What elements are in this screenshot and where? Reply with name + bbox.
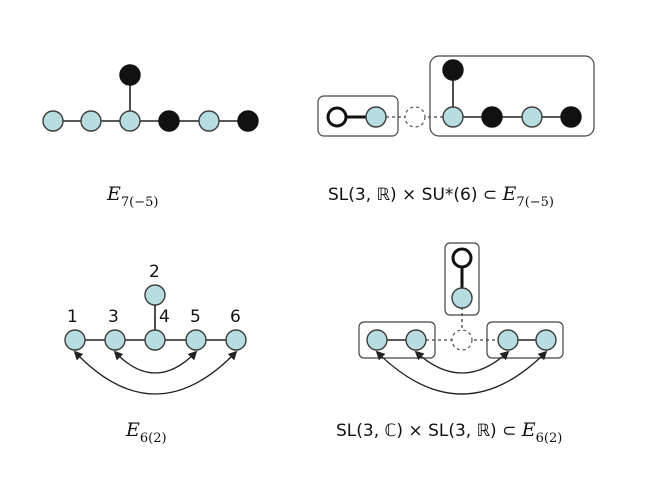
label-1: 1: [67, 307, 78, 327]
e6-subalgebra-diagram: [358, 242, 564, 395]
sl3c-node: [405, 329, 427, 351]
caption-e7-subalgebra: SL(3, ℝ) × SU*(6) ⊂ E7(−5): [328, 183, 554, 210]
label-6: 6: [230, 307, 241, 327]
su6-box: [429, 55, 595, 137]
e7-node-compact: [119, 64, 141, 86]
caption-e6-sub: 6(2): [140, 431, 167, 446]
e6-node-5: [185, 329, 207, 351]
caption-e7-subalgebra-prefix: SL(3, ℝ) × SU*(6) ⊂: [328, 185, 503, 205]
su6-node: [442, 106, 464, 128]
caption-e6-subalgebra-main: E: [521, 419, 536, 441]
arc-inner: [414, 350, 510, 374]
caption-e6-main: E: [125, 419, 140, 441]
open-node: [326, 106, 348, 128]
sl3c-node: [366, 329, 388, 351]
label-4: 4: [159, 307, 170, 327]
e7-node: [119, 110, 141, 132]
e6-node-3: [104, 329, 126, 351]
e7-node: [80, 110, 102, 132]
caption-e7: E7(−5): [106, 183, 158, 210]
caption-e6-subalgebra-sub: 6(2): [536, 431, 563, 446]
deleted-node-2: [451, 329, 473, 351]
e7-node: [42, 110, 64, 132]
caption-e7-main: E: [106, 183, 121, 205]
sl3r-node: [365, 106, 387, 128]
arc-1-6: [73, 350, 238, 395]
su6-node-compact: [560, 106, 582, 128]
caption-e6-subalgebra-prefix: SL(3, ℂ) × SL(3, ℝ) ⊂: [336, 421, 522, 441]
caption-e7-subalgebra-sub: 7(−5): [516, 195, 554, 210]
e7-diagram: [42, 64, 259, 132]
e6-node-4: [144, 329, 166, 351]
su6-node-compact: [442, 59, 464, 81]
e6-diagram: 1 2 3 4 5 6: [64, 262, 247, 395]
label-2: 2: [149, 262, 160, 282]
caption-e7-sub: 7(−5): [121, 195, 159, 210]
e6-node-1: [64, 329, 86, 351]
sl3r-node-2: [451, 287, 473, 309]
deleted-node: [404, 106, 426, 128]
su6-node: [521, 106, 543, 128]
e7-node-compact: [158, 110, 180, 132]
arc-3-5: [113, 350, 198, 374]
e7-node: [198, 110, 220, 132]
e7-node-compact: [237, 110, 259, 132]
e6-node-2: [144, 284, 166, 306]
caption-e7-subalgebra-main: E: [502, 183, 517, 205]
caption-e6: E6(2): [125, 419, 167, 446]
e7-subalgebra-diagram: [317, 55, 595, 137]
caption-e6-subalgebra: SL(3, ℂ) × SL(3, ℝ) ⊂ E6(2): [336, 419, 562, 446]
su6-node-compact: [481, 106, 503, 128]
open-node-2: [451, 247, 473, 269]
sl3c-node: [497, 329, 519, 351]
label-5: 5: [190, 307, 201, 327]
arc-outer: [375, 350, 548, 395]
sl3c-node: [535, 329, 557, 351]
sl3r-box: [317, 95, 399, 137]
label-3: 3: [108, 307, 119, 327]
e6-node-6: [225, 329, 247, 351]
